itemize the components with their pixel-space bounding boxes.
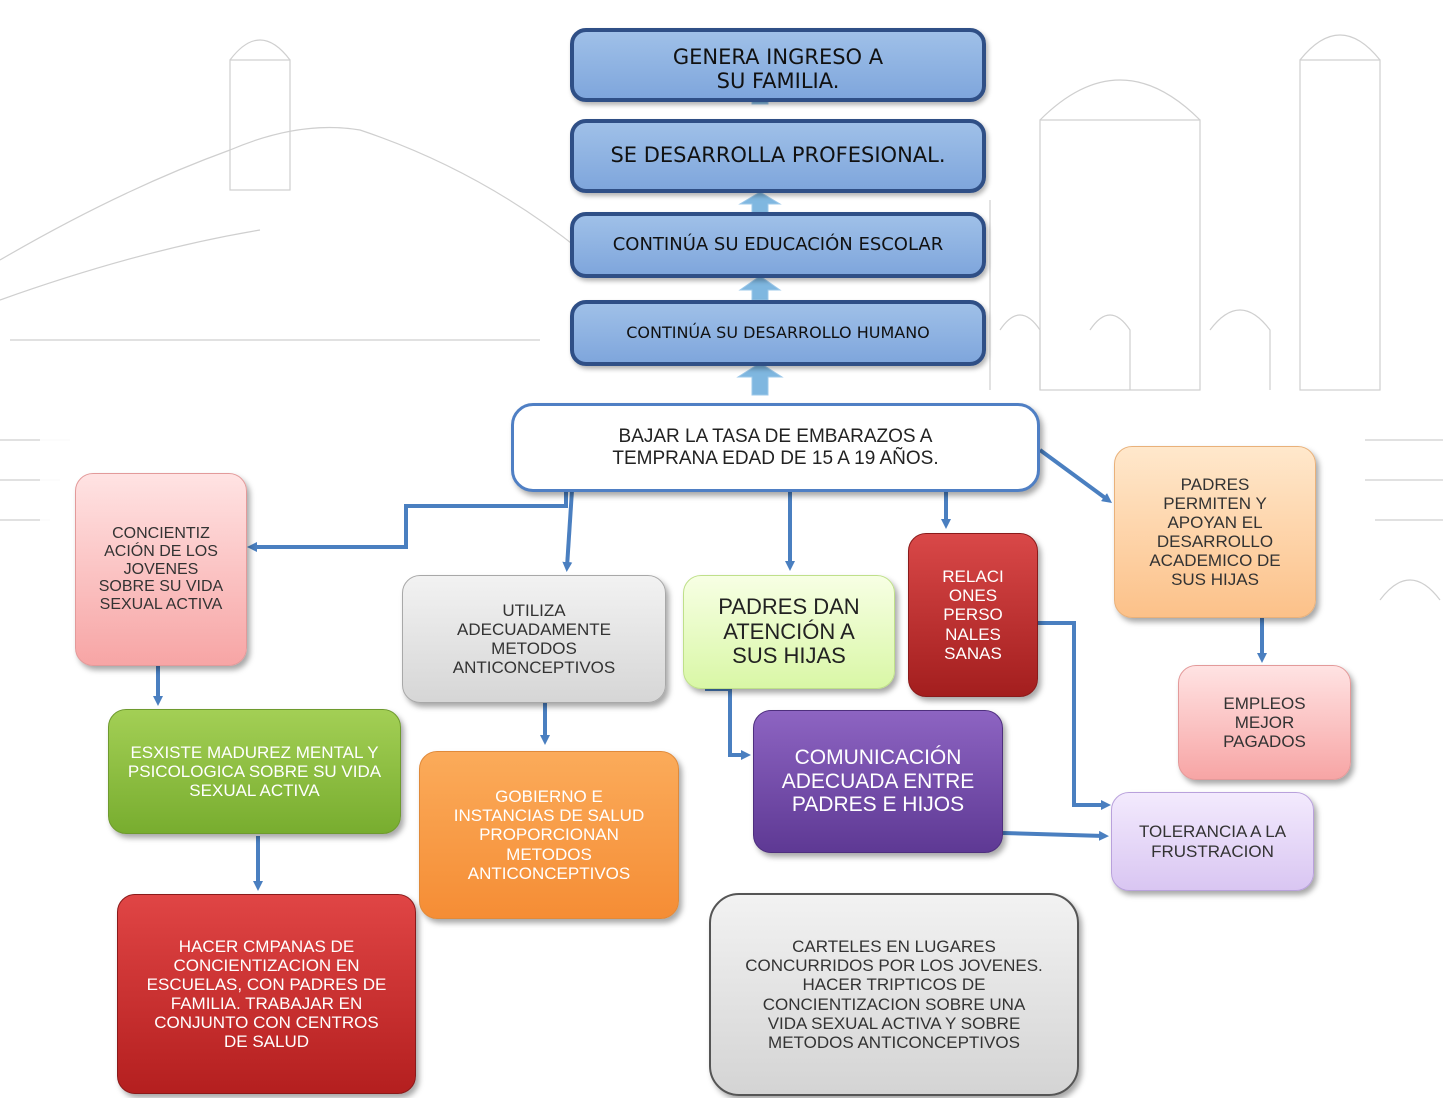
node-relaciones: RELACI ONES PERSO NALES SANAS (908, 533, 1038, 697)
root-goal-node: BAJAR LA TASA DE EMBARAZOS A TEMPRANA ED… (511, 403, 1040, 492)
node-carteles-text: CARTELES EN LUGARES CONCURRIDOS POR LOS … (745, 937, 1043, 1052)
ladder-income-text: GENERA INGRESO A SU FAMILIA. (672, 45, 884, 93)
ladder-box-income: GENERA INGRESO A SU FAMILIA. (570, 28, 986, 102)
ladder-education-text: CONTINÚA SU EDUCACIÓN ESCOLAR (612, 233, 944, 255)
node-gobierno-text: GOBIERNO E INSTANCIAS DE SALUD PROPORCIO… (453, 787, 645, 883)
node-anticonceptivos: UTILIZA ADECUADAMENTE METODOS ANTICONCEP… (402, 575, 666, 703)
node-relaciones-text: RELACI ONES PERSO NALES SANAS (942, 567, 1004, 663)
root-goal-text: BAJAR LA TASA DE EMBARAZOS A TEMPRANA ED… (612, 426, 939, 469)
node-atencion-text: PADRES DAN ATENCIÓN A SUS HIJAS (718, 594, 860, 669)
node-madurez-text: ESXISTE MADUREZ MENTAL Y PSICOLOGICA SOB… (127, 742, 382, 801)
node-empleos: EMPLEOS MEJOR PAGADOS (1178, 665, 1351, 780)
node-anticonceptivos-text: UTILIZA ADECUADAMENTE METODOS ANTICONCEP… (452, 600, 616, 678)
ladder-human-development-text: CONTINÚA SU DESARROLLO HUMANO (626, 323, 930, 343)
node-campanas-text: HACER CMPANAS DE CONCIENTIZACION EN ESCU… (146, 936, 387, 1052)
node-tolerancia-text: TOLERANCIA A LA FRUSTRACION (1138, 822, 1287, 861)
node-empleos-text: EMPLEOS MEJOR PAGADOS (1223, 693, 1306, 752)
node-carteles: CARTELES EN LUGARES CONCURRIDOS POR LOS … (709, 893, 1079, 1096)
ladder-box-education: CONTINÚA SU EDUCACIÓN ESCOLAR (570, 212, 986, 278)
node-madurez: ESXISTE MADUREZ MENTAL Y PSICOLOGICA SOB… (108, 709, 401, 834)
ladder-box-human-development: CONTINÚA SU DESARROLLO HUMANO (570, 300, 986, 366)
node-apoyo: PADRES PERMITEN Y APOYAN EL DESARROLLO A… (1114, 446, 1316, 618)
ladder-box-professional: SE DESARROLLA PROFESIONAL. (570, 119, 986, 193)
node-tolerancia: TOLERANCIA A LA FRUSTRACION (1111, 792, 1314, 891)
ladder-professional-text: SE DESARROLLA PROFESIONAL. (610, 143, 946, 168)
node-concientizacion-text: CONCIENTIZ ACIÓN DE LOS JOVENES SOBRE SU… (98, 524, 224, 614)
node-atencion: PADRES DAN ATENCIÓN A SUS HIJAS (683, 575, 895, 689)
node-apoyo-text: PADRES PERMITEN Y APOYAN EL DESARROLLO A… (1149, 474, 1281, 590)
node-comunicacion: COMUNICACIÓN ADECUADA ENTRE PADRES E HIJ… (753, 710, 1003, 853)
node-campanas: HACER CMPANAS DE CONCIENTIZACION EN ESCU… (117, 894, 416, 1094)
node-comunicacion-text: COMUNICACIÓN ADECUADA ENTRE PADRES E HIJ… (781, 746, 975, 817)
node-gobierno: GOBIERNO E INSTANCIAS DE SALUD PROPORCIO… (419, 751, 679, 919)
node-concientizacion: CONCIENTIZ ACIÓN DE LOS JOVENES SOBRE SU… (75, 473, 247, 666)
